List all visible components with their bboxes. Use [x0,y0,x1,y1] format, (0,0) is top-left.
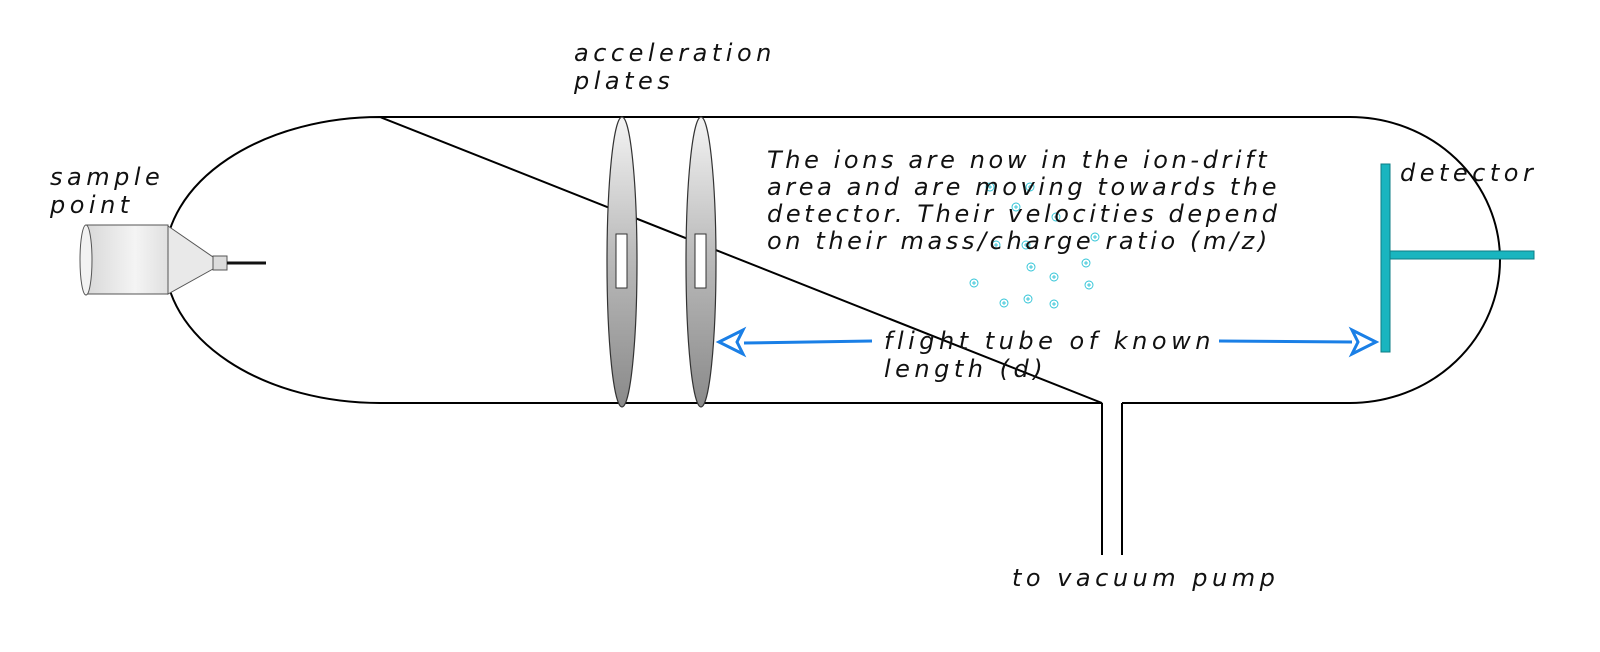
ion-particle [1051,212,1061,222]
flight-tube-arrow [715,326,1380,358]
ion-particle [1011,202,1021,212]
sample-point-label: sample point [49,163,176,219]
flight-tube-label: flight tube of known length (d) [884,327,1227,383]
ion-particle [1049,299,1059,309]
ion-drift-description: The ions are now in the ion-drift area a… [767,146,1292,255]
ion-particle [1049,272,1059,282]
ion-particle [1021,240,1031,250]
ion-cloud [969,182,1100,309]
ion-particle [991,240,1001,250]
acceleration-plates-label: acceleration plates [573,39,788,95]
acceleration-plate-2 [685,116,717,408]
detector [1380,163,1535,353]
vacuum-pipe [1101,403,1123,555]
detector-label: detector [1400,159,1537,187]
ion-particle [1025,182,1035,192]
ion-particle [969,278,979,288]
ion-particle [1081,258,1091,268]
acceleration-plate-1 [606,116,638,408]
ion-particle [1026,262,1036,272]
ion-particle [1090,232,1100,242]
ion-particle [1023,294,1033,304]
vacuum-pump-label: to vacuum pump [1012,564,1279,592]
ion-particle [985,182,995,192]
sample-inlet [79,224,266,296]
ion-particle [999,298,1009,308]
ion-particle [1084,280,1094,290]
